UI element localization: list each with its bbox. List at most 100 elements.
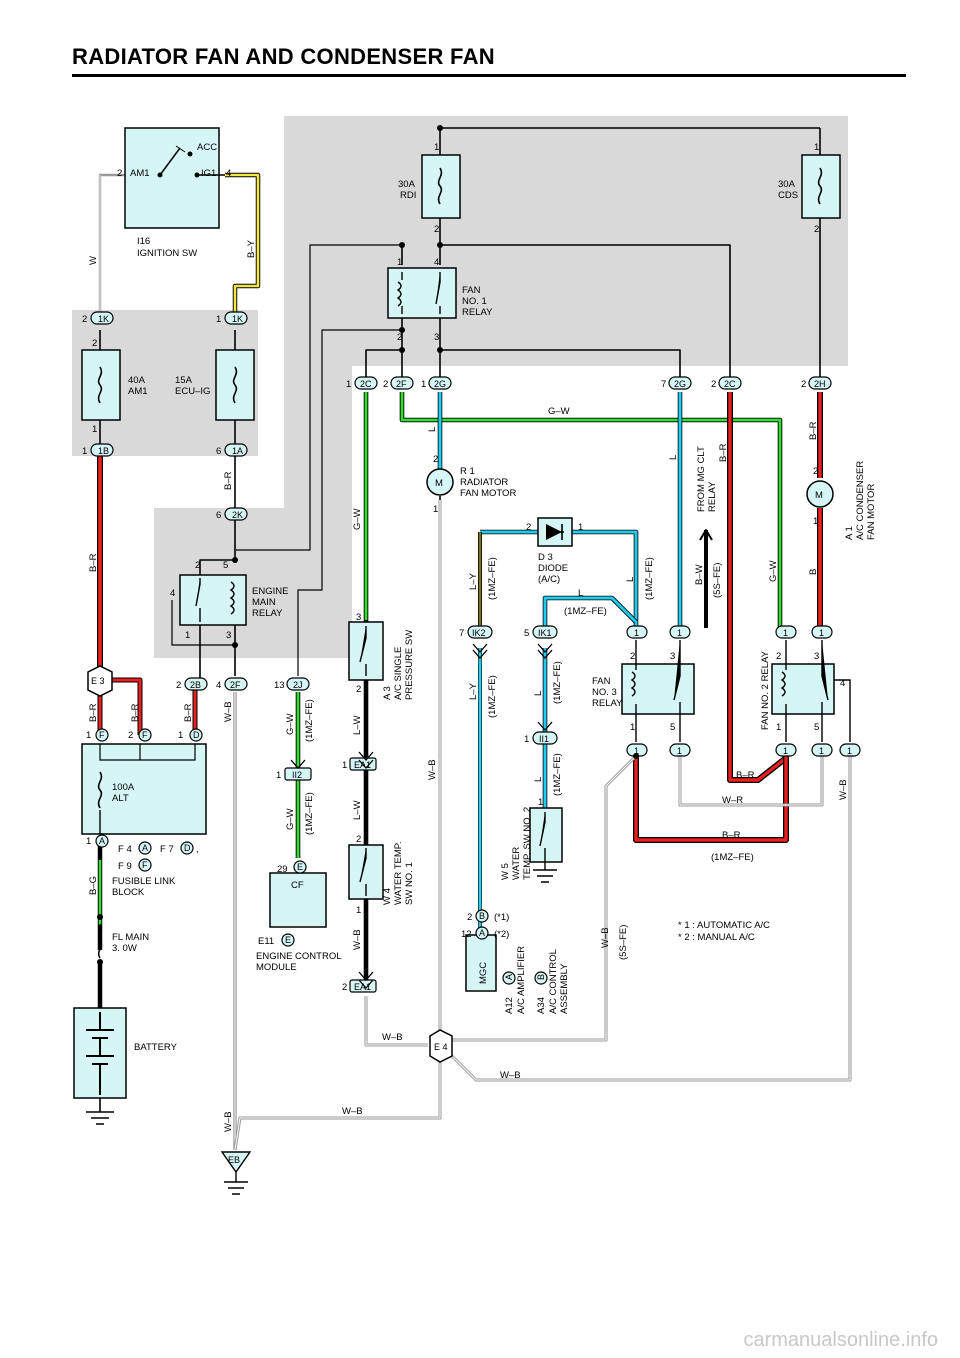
emr-p1: 1: [185, 630, 190, 641]
conn-IK2-pin: 7: [459, 628, 464, 639]
conn-2C-a-pin: 1: [346, 379, 351, 390]
emr-p4: 4: [170, 588, 175, 599]
conn-2F-a-pin: 2: [383, 379, 388, 390]
wire-1mz-ly-bot: (1MZ–FE): [487, 675, 498, 718]
a1-p2: 2: [813, 466, 818, 477]
emr-p3: 3: [226, 630, 231, 641]
fuse-am1-p2: 2: [92, 338, 97, 349]
diode-ac: [537, 517, 573, 547]
wire-ly-bot: L–Y: [468, 682, 479, 700]
wire-wb-e4-r: W–B: [500, 1070, 521, 1081]
a34-id: A34: [536, 997, 547, 1014]
conn-F-1-pin: 1: [86, 730, 91, 741]
fan1-pin2: 2: [397, 332, 402, 343]
fuse-am1: [81, 349, 121, 421]
wire-wb-5s: W–B: [600, 927, 611, 948]
emr-l1: ENGINE: [252, 586, 288, 597]
fuse-am1-rating: 40A: [128, 375, 146, 386]
conn-2G-a: 2G: [434, 379, 446, 389]
wire-w-ign: W: [88, 256, 99, 265]
r1-p1: 1: [433, 504, 438, 515]
conn-1B: 1B: [98, 446, 109, 456]
conn-1A: 1A: [232, 446, 243, 456]
fuse-rdi-pin2: 2: [434, 224, 439, 235]
fuse-cds: [801, 154, 841, 219]
wire-br-main: B–R: [88, 553, 99, 572]
a3-p3: 3: [356, 612, 361, 623]
junction-e3: [87, 665, 113, 697]
fan1-l2: NO. 1: [462, 296, 487, 307]
fan3-l2: NO. 3: [592, 687, 617, 698]
wire-1mz-diode: (1MZ–FE): [564, 606, 607, 617]
d3-id: D 3: [538, 552, 553, 563]
fan2-c5: 1: [847, 746, 852, 756]
conn-II1: II1: [539, 734, 549, 744]
fb-cF: F: [142, 860, 148, 870]
a1-l2: FAN MOTOR: [866, 484, 877, 540]
emr-p2: 2: [195, 560, 200, 571]
junction-dots: [232, 125, 639, 759]
a1-p1: 1: [813, 516, 818, 527]
wire-wb-2f: W–B: [223, 701, 234, 722]
note-2: * 2 : MANUAL A/C: [678, 932, 755, 943]
fuse-am1-name: AM1: [128, 386, 148, 397]
r1-l1: RADIATOR: [460, 477, 508, 488]
fan2-c1: 1: [783, 628, 788, 638]
fuse-rdi-name: RDI: [400, 190, 416, 201]
mgc-cB: B: [479, 911, 485, 921]
conn-A: A: [99, 836, 105, 846]
conn-2G-b: 2G: [674, 379, 686, 389]
conn-2K: 2K: [232, 510, 243, 520]
wire-l-ik1: L: [533, 691, 544, 696]
connectors: [90, 311, 861, 993]
conn-2J: 2J: [293, 680, 303, 690]
fuse-cds-name: CDS: [778, 190, 798, 201]
ign-ig1-label: IG1: [201, 168, 216, 179]
fan2-p3: 3: [814, 651, 819, 662]
fan-no2-relay: [771, 640, 835, 742]
fuse-am1-p1: 1: [92, 424, 97, 435]
conn-1B-pin: 1: [82, 446, 87, 457]
wire-l-2g-b: L: [668, 455, 679, 460]
wire-1mz-ii2: (1MZ–FE): [304, 792, 315, 835]
conn-IK2: IK2: [472, 628, 486, 638]
fan3-p3: 3: [670, 651, 675, 662]
emr-l3: RELAY: [252, 608, 283, 619]
mgc-n2: (*2): [494, 929, 509, 940]
e3-label: E 3: [91, 676, 105, 686]
w5-id: W 5: [500, 863, 511, 880]
conn-2C-b-pin: 2: [711, 379, 716, 390]
ecm-l1: ENGINE CONTROL: [256, 951, 342, 962]
fan1-pin1: 1: [397, 257, 402, 268]
eb-label: EB: [228, 1155, 240, 1165]
wire-ly-top: L–Y: [468, 572, 479, 590]
fuse-rdi-pin1: 1: [434, 142, 439, 153]
fuse-cds-pin1: 1: [814, 142, 819, 153]
fan2-p1: 1: [776, 722, 781, 733]
a12-name: A/C AMPLIFIER: [516, 946, 527, 1014]
ign-id: I16: [137, 236, 150, 247]
conn-1K-l-pin: 2: [82, 314, 87, 325]
wire-lw-ea1: L–W: [352, 800, 363, 820]
water-temp-sw-1: [348, 844, 384, 900]
fan1-pin3: 3: [434, 332, 439, 343]
ign-pin-4: 4: [226, 168, 231, 179]
a34-c: B: [536, 974, 546, 980]
title-rule: [72, 74, 906, 77]
wire-br-2h: B–R: [808, 421, 819, 440]
wire-lw-a3: L–W: [352, 715, 363, 735]
page-title: RADIATOR FAN AND CONDENSER FAN: [72, 44, 495, 69]
wire-l-ii1: L: [533, 777, 544, 782]
w5-l2: TEMP. SW NO. 2: [522, 807, 533, 880]
ground-eb: [220, 1151, 252, 1195]
fl-main-l1: FL MAIN: [112, 932, 149, 943]
wire-gw-2c: G–W: [352, 508, 363, 530]
wire-wb-eb-h: W–B: [342, 1106, 363, 1117]
ecm-letter: E: [297, 862, 303, 872]
wire-gw-fan2: G–W: [768, 560, 779, 582]
wire-5s-low: (5S–FE): [618, 925, 629, 960]
wire-b-a1: B: [808, 569, 819, 575]
mgc-box: MGC: [478, 962, 489, 984]
mgc-p2: 2: [467, 912, 472, 923]
